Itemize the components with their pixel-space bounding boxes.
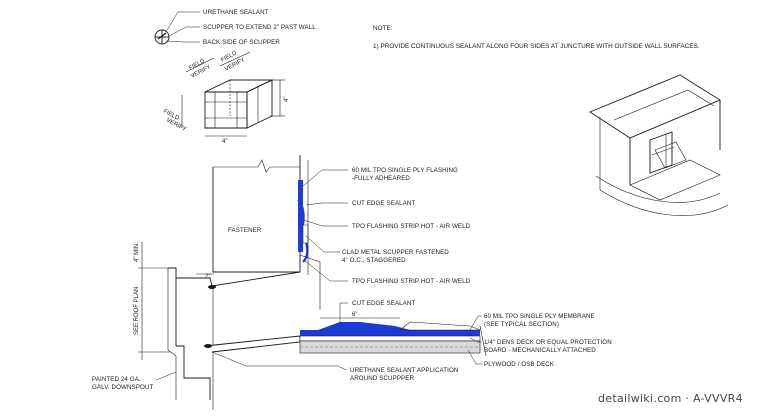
leader-line xyxy=(211,351,347,371)
label-urethane-app-2: AROUND SCUPPPER xyxy=(350,375,415,382)
label-dim-4b: 4" xyxy=(284,97,290,102)
label-urethane-sealant: URETHANE SEALANT xyxy=(203,9,269,16)
leader-line xyxy=(469,315,482,331)
label-dens-deck: 1/4" DENS DECK OR EQUAL PROTECTION xyxy=(484,339,612,346)
label-min-4: 4" MIN. xyxy=(134,242,140,262)
sealant-bead xyxy=(208,285,216,289)
tpo-flashing-wall xyxy=(298,180,303,252)
break-line xyxy=(479,325,487,357)
callout-line xyxy=(157,32,167,40)
dens-deck-board xyxy=(299,335,481,342)
downspout xyxy=(176,345,211,400)
label-membrane: 60 MIL TPO SINGLE PLY MEMBRANE xyxy=(484,313,595,320)
label-plywood: PLYWOOD / OSB DECK xyxy=(484,361,555,368)
cut-edge xyxy=(399,321,481,331)
dim-line xyxy=(185,57,215,73)
wall-break-line xyxy=(213,159,300,173)
leader-line xyxy=(305,202,348,206)
label-fastener: FASTENER xyxy=(228,227,262,234)
iso-box-front xyxy=(204,91,248,129)
wall-outline xyxy=(212,155,301,273)
sealant-bead xyxy=(204,344,212,348)
label-downspout-2: GALV. DOWNSPOUT xyxy=(92,384,153,391)
note-item-1: 1) PROVIDE CONTINUOUS SEALANT ALONG FOUR… xyxy=(373,43,700,50)
label-clad-metal: CLAD METAL SCUPPER FASTENED xyxy=(342,249,449,256)
leader-line xyxy=(165,40,200,43)
leader-line xyxy=(305,235,340,253)
leader-line xyxy=(165,11,200,33)
label-clad-metal-2: 4" O.C., STAGGERED xyxy=(342,257,406,264)
sketch-wall-top xyxy=(589,74,721,139)
leader-line xyxy=(469,337,482,343)
leader-line xyxy=(168,26,200,37)
label-dim-4a: 4" xyxy=(222,139,227,145)
sketch-scupper-line xyxy=(651,146,675,156)
fastener-bar xyxy=(302,224,309,244)
iso-box xyxy=(181,51,285,137)
downspout xyxy=(167,349,177,400)
label-see-roof-plan: SEE ROOF PLAN xyxy=(134,287,140,335)
sketch-roof-plane xyxy=(629,159,721,201)
sketch-roof-edge xyxy=(599,189,729,216)
tpo-strip-welded xyxy=(318,322,410,330)
label-membrane-2: (SEE TYPICAL SECTION) xyxy=(484,321,559,328)
label-cut-edge-1: CUT EDGE SEALANT xyxy=(352,200,415,207)
sketch-roof-edge xyxy=(595,175,721,203)
label-tpo-flashing: 60 MIL TPO SINGLE PLY FLASHING xyxy=(352,167,458,174)
label-scupper-extend: SCUPPER TO EXTEND 2" PAST WALL xyxy=(203,24,316,31)
label-back-side: BACK SIDE OF SCUPPER xyxy=(203,39,280,46)
label-cut-edge-2: CUT EDGE SEALANT xyxy=(352,300,415,307)
note-block: NOTE: 1) PROVIDE CONTINUOUS SEALANT ALON… xyxy=(373,25,700,50)
leader-line xyxy=(339,302,348,324)
label-urethane-app: URETHANE SEALANT APPLICATION xyxy=(350,367,458,374)
sketch-scupper xyxy=(649,131,673,174)
sketch-coping xyxy=(613,89,715,121)
section-detail: 4" MIN. SEE ROOF PLAN 2" 6" FASTENER 60 … xyxy=(92,155,612,410)
leader-line xyxy=(467,349,482,365)
iso-box-side xyxy=(246,79,273,129)
leader-line xyxy=(302,169,348,187)
leader-line xyxy=(303,219,348,227)
flashing-line xyxy=(299,254,321,310)
scupper-lower xyxy=(204,335,301,353)
iso-box-top xyxy=(204,79,273,93)
tpo-membrane xyxy=(300,330,480,336)
label-tpo-strip-1: TPO FLASHING STRIP HOT - AIR WELD xyxy=(352,223,471,230)
label-tpo-strip-2: TPO FLASHING STRIP HOT - AIR WELD xyxy=(352,278,471,285)
scupper-upper xyxy=(168,267,301,287)
leader-line xyxy=(155,371,177,381)
iso-scupper-detail: URETHANE SEALANT SCUPPER TO EXTEND 2" PA… xyxy=(154,9,316,145)
label-dim-6: 6" xyxy=(352,312,357,318)
watermark: detailwiki.com · A-VVVR4 xyxy=(598,392,743,405)
label-dim-2: 2" xyxy=(205,274,210,280)
tpo-flashing-strip xyxy=(297,199,309,263)
sketch-scupper-outlet xyxy=(654,141,687,169)
label-downspout: PAINTED 24 GA. xyxy=(92,376,141,383)
note-heading: NOTE: xyxy=(373,25,393,32)
corner-sketch xyxy=(589,74,729,216)
dim-line xyxy=(219,51,251,67)
label-dens-deck-2: BOARD - MECHANICALLY ATTACHED xyxy=(484,347,596,354)
label-fully-adhered: -FULLY ADHEARED xyxy=(352,175,410,182)
leader-line xyxy=(303,259,348,282)
